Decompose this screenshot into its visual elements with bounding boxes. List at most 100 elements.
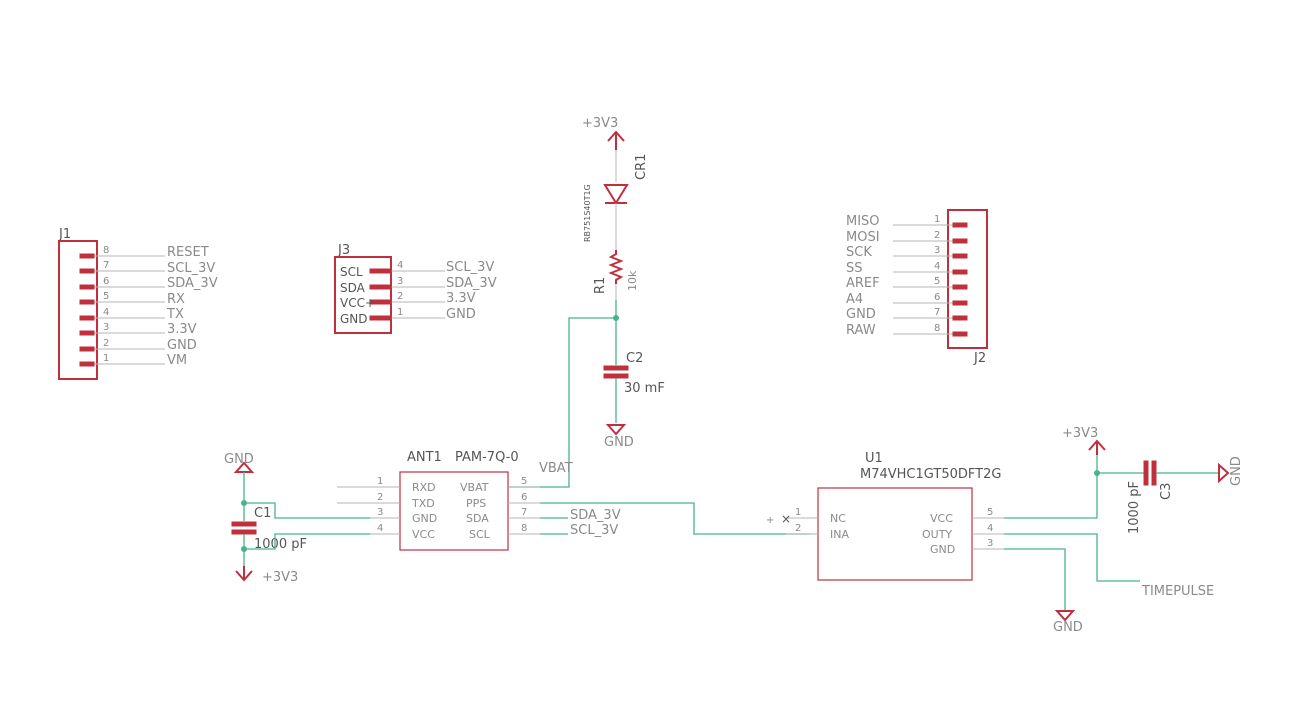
j2-body <box>947 209 988 349</box>
capacitor-c2[interactable]: C2 30 mF GND <box>603 300 665 450</box>
connector-j1[interactable]: J1 8 7 6 5 4 3 2 1 RESET SCL_3V SDA <box>58 227 218 380</box>
ant1-pin-name: GND <box>412 512 437 525</box>
u1-pin-name: GND <box>930 543 955 556</box>
connector-j2[interactable]: J2 1 2 3 4 5 6 7 8 MISO MOSI SCK SS <box>846 209 988 366</box>
capacitor-plate <box>1143 460 1149 486</box>
net-label: 3.3V <box>446 291 476 306</box>
ant1-pins-left <box>337 486 400 535</box>
capacitor-c3[interactable]: +3V3 GND C3 1000 pF <box>1062 426 1244 534</box>
j1-pin-num: 4 <box>103 307 109 318</box>
j3-pin-num: 3 <box>397 276 403 287</box>
net-label: TX <box>166 307 184 322</box>
u1-pin-num: 1 <box>795 507 801 518</box>
u1-pin-num: 3 <box>987 538 993 549</box>
ant1-pin-num: 8 <box>521 523 527 534</box>
net-label: SCL_3V <box>446 260 494 275</box>
u1-pin-num: 5 <box>987 507 993 518</box>
ant1-pin-name: SCL <box>469 528 491 541</box>
j1-pin-num: 2 <box>103 338 109 349</box>
j2-pin-num: 3 <box>934 245 940 256</box>
resistor-r1[interactable]: R1 10k <box>593 250 639 300</box>
ant1-pin-num: 3 <box>377 507 383 518</box>
capacitor-plate <box>231 521 257 527</box>
j3-pins <box>369 268 445 321</box>
gnd-wire <box>1004 548 1066 610</box>
buffer-u1[interactable]: U1 M74VHC1GT50DFT2G + × 1 2 5 4 3 NC INA… <box>766 451 1004 581</box>
connector-j3[interactable]: J3 SCL SDA VCC+ GND 4 3 2 1 SCL_3V SDA_3… <box>334 243 497 334</box>
ground-icon <box>605 424 627 436</box>
ant1-pin-num: 5 <box>521 476 527 487</box>
j1-ref: J1 <box>58 227 71 242</box>
vcc-wire <box>1004 473 1098 519</box>
vcc-wire <box>244 533 370 550</box>
net-label: GND <box>846 307 876 322</box>
j3-pin-name: SDA <box>340 281 366 295</box>
net-label: 3.3V <box>167 322 197 337</box>
net-label: A4 <box>846 292 863 307</box>
gnd-label: GND <box>1229 456 1244 486</box>
u1-pin-name: OUTY <box>922 528 952 541</box>
j1-body <box>58 240 98 380</box>
j1-pin-num: 7 <box>103 260 109 271</box>
j2-pins <box>893 222 968 337</box>
ant1-pin-name: PPS <box>466 497 486 510</box>
net-label: SS <box>846 261 863 276</box>
net-label: GND <box>167 338 197 353</box>
j3-pin-num: 2 <box>397 291 403 302</box>
diode-cr1[interactable]: +3V3 CR1 RB751S40T1G <box>582 116 649 250</box>
r1-value: 10k <box>626 270 639 291</box>
capacitor-plate <box>1151 460 1157 486</box>
net-label: RX <box>167 292 185 307</box>
capacitor-plate <box>603 365 629 371</box>
net-label: SDA_3V <box>570 508 621 523</box>
c1-ref: C1 <box>254 506 271 521</box>
j2-pin-num: 4 <box>934 261 940 272</box>
net-label: AREF <box>846 276 880 291</box>
j3-pin-name: SCL <box>340 265 363 279</box>
j2-pin-num: 7 <box>934 307 940 318</box>
ant1-pin-num: 7 <box>521 507 527 518</box>
ant1-pin-name: TXD <box>411 497 435 510</box>
j3-body <box>334 256 392 334</box>
c2-ref: C2 <box>626 351 643 366</box>
cr1-value: RB751S40T1G <box>583 184 592 242</box>
net-label: SDA_3V <box>446 276 497 291</box>
resistor-icon <box>608 250 624 284</box>
net-label: SDA_3V <box>167 276 218 291</box>
u1-value: M74VHC1GT50DFT2G <box>860 467 1001 482</box>
no-connect-icon: × <box>781 512 791 526</box>
r1-ref: R1 <box>593 277 608 294</box>
u1-pin-name: NC <box>830 512 846 525</box>
ant1-pin-num: 2 <box>377 492 383 503</box>
capacitor-plate <box>603 373 629 379</box>
j2-pin-num: 6 <box>934 292 940 303</box>
j2-pin-num: 1 <box>934 214 940 225</box>
j3-ref: J3 <box>337 243 350 258</box>
c3-value: 1000 pF <box>1127 481 1142 534</box>
gps-module-ant1[interactable]: ANT1 PAM-7Q-0 1 2 3 4 5 6 7 8 RXD TXD GN… <box>337 450 540 551</box>
net-label: RAW <box>846 323 876 338</box>
j1-pin-num: 8 <box>103 245 109 256</box>
net-label: SCL_3V <box>570 523 618 538</box>
ant1-ref: ANT1 <box>407 450 442 465</box>
capacitor-c1[interactable]: GND C1 1000 pF +3V3 <box>224 452 307 585</box>
net-label: TIMEPULSE <box>1141 584 1214 599</box>
c1-value: 1000 pF <box>254 537 307 552</box>
capacitor-plate <box>231 529 257 535</box>
gnd-label: GND <box>1053 620 1083 635</box>
cr1-ref: CR1 <box>634 154 649 180</box>
vbat-label: VBAT <box>539 461 573 476</box>
j3-pin-name: VCC+ <box>340 296 375 310</box>
j2-pin-num: 5 <box>934 276 940 287</box>
net-label: SCL_3V <box>167 261 215 276</box>
j1-pin-num: 1 <box>103 353 109 364</box>
ant1-pin-name: VBAT <box>460 481 489 494</box>
ground-icon <box>1218 462 1230 484</box>
u1-pin-name: INA <box>830 528 849 541</box>
u1-pin-name: VCC <box>930 512 953 525</box>
j1-pin-num: 6 <box>103 276 109 287</box>
j1-pins <box>79 253 165 367</box>
j2-ref: J2 <box>973 351 986 366</box>
j2-pin-num: 2 <box>934 230 940 241</box>
